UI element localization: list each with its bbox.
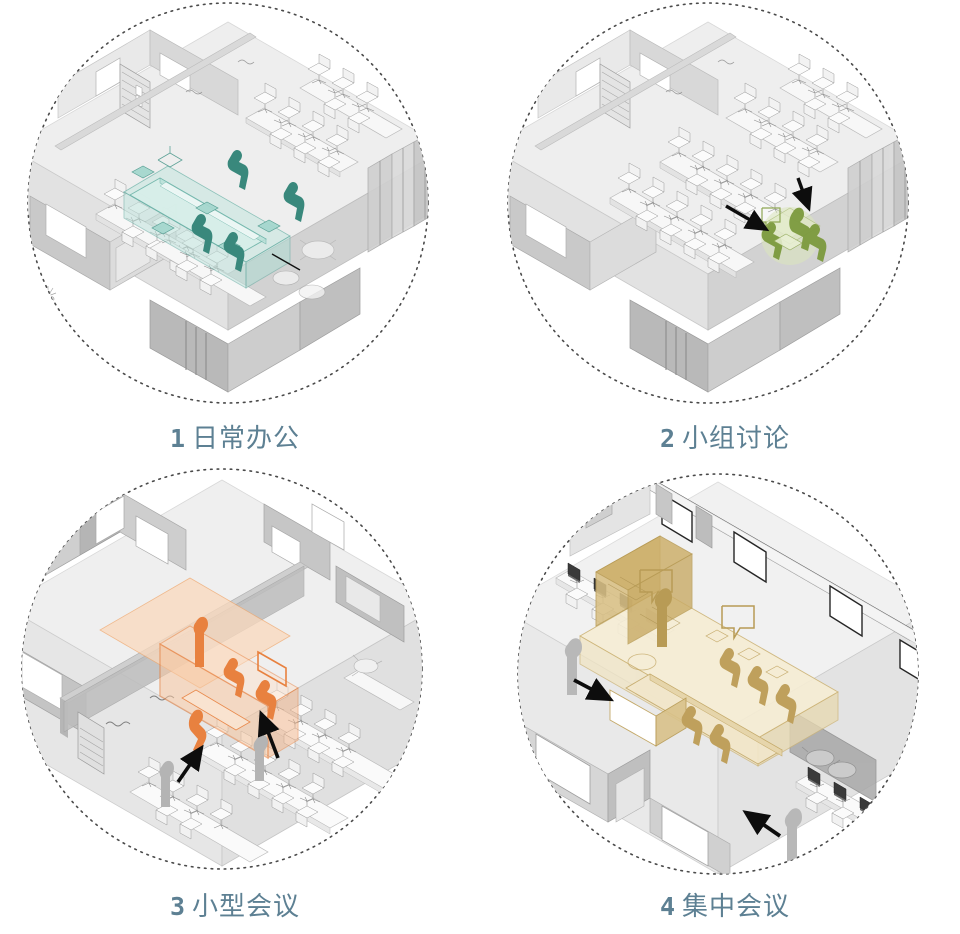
desk-row	[245, 82, 359, 178]
flow-arrow	[176, 709, 280, 784]
panel-1-svg	[27, 2, 429, 404]
panel-1-illustration	[0, 0, 470, 412]
panel-3-svg	[21, 468, 423, 870]
figure	[159, 734, 268, 807]
panel-2-svg	[507, 2, 909, 404]
panel-4-number: 4	[659, 892, 676, 921]
highlight-zone	[759, 207, 827, 265]
panel-2-number: 2	[659, 424, 676, 453]
panel-3-number: 3	[169, 892, 186, 921]
figure	[191, 149, 305, 272]
panel-2-label: 小组讨论	[682, 423, 791, 453]
panel-1-scene	[28, 21, 428, 393]
figure	[654, 588, 672, 647]
flow-arrow	[725, 177, 813, 232]
figure	[564, 638, 802, 865]
panel-3-label: 小型会议	[192, 891, 301, 921]
desk-row	[725, 82, 839, 178]
highlight-zone	[123, 146, 305, 289]
highlight-zone	[579, 535, 839, 767]
panel-1-number: 1	[169, 424, 186, 453]
panel-4-scene	[518, 477, 918, 874]
panel-3-illustration	[0, 466, 470, 878]
desk-row	[149, 213, 267, 307]
figure	[761, 207, 827, 262]
desk-row	[299, 53, 403, 139]
desk-row	[197, 716, 349, 835]
desk-row	[609, 162, 755, 279]
panel-4-illustration	[490, 466, 960, 878]
flow-arrow	[573, 678, 782, 838]
panel-2-illustration	[490, 0, 960, 412]
panel-3-scene	[22, 479, 422, 867]
panel-2-scene	[508, 21, 908, 393]
desk-row	[779, 53, 883, 139]
panel-4-label: 集中会议	[682, 891, 791, 921]
panel-4-svg	[517, 473, 919, 875]
panel-1-label: 日常办公	[192, 423, 301, 453]
figure	[681, 647, 797, 764]
